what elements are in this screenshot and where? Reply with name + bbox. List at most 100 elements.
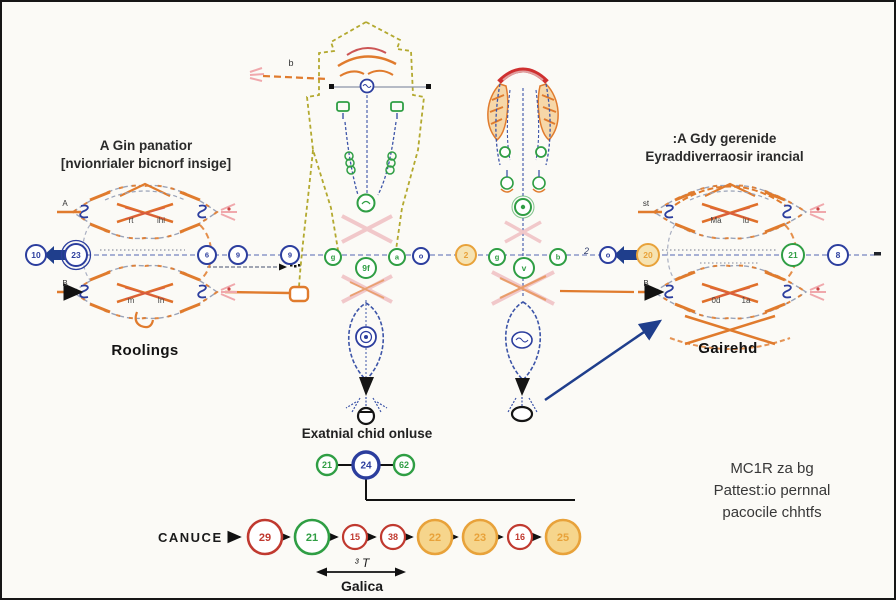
chain-node: 29: [246, 518, 284, 556]
scale-mark: ³ T: [354, 556, 370, 570]
svg-text:rt: rt: [129, 216, 135, 225]
red-cap: [497, 67, 549, 84]
svg-text:Ma: Ma: [710, 216, 722, 225]
svg-text:25: 25: [557, 532, 569, 544]
s-glyph: [79, 204, 89, 219]
svg-text:st: st: [643, 199, 650, 208]
axis-node: o: [412, 247, 430, 265]
axis-node: 21: [781, 243, 805, 267]
right-lobe: [537, 83, 559, 142]
s-glyph: [197, 204, 207, 219]
s-glyph: [782, 284, 792, 299]
svg-text:1a: 1a: [742, 296, 751, 305]
canuce-chain: 29 21 15 38 22 23 16 25: [227, 518, 582, 556]
svg-text:o: o: [419, 252, 424, 261]
anchor-oval: [510, 405, 534, 423]
svg-text:6: 6: [205, 251, 209, 260]
svg-text:o: o: [606, 251, 611, 260]
chain-node: 16: [506, 523, 534, 551]
svg-text:16: 16: [515, 532, 525, 542]
feather-glyph: [809, 203, 826, 221]
dashed-boundary: [306, 21, 367, 251]
float-label: 2: [583, 246, 589, 256]
svg-text:21: 21: [306, 532, 318, 544]
axis-node: v: [513, 257, 535, 279]
svg-text:22: 22: [429, 532, 441, 544]
note-line3: pacocile chhtfs: [722, 503, 822, 521]
svg-text:m: m: [128, 296, 135, 305]
axis-node: 23: [60, 239, 92, 271]
axis-node: 10: [25, 244, 47, 266]
svg-text:9: 9: [236, 251, 240, 260]
axis-node: g: [324, 248, 342, 266]
svg-text:20: 20: [643, 250, 653, 260]
axis-node: 20: [636, 243, 660, 267]
right-embryo-figure: [487, 67, 663, 423]
trio-node: 62: [392, 453, 416, 477]
svg-text:v: v: [522, 263, 527, 273]
svg-text:iu: iu: [743, 216, 749, 225]
svg-text:29: 29: [259, 532, 271, 544]
s-glyph: [197, 284, 207, 299]
svg-text:ihi: ihi: [157, 216, 165, 225]
axis-node: 6: [197, 245, 217, 265]
trio-node: 21: [315, 453, 339, 477]
s-glyph: [664, 284, 674, 299]
svg-text:23: 23: [71, 250, 81, 260]
feather-glyph: [809, 283, 826, 301]
axis-node: 8: [827, 244, 849, 266]
axis-node: 9: [228, 245, 248, 265]
svg-text:9f: 9f: [362, 263, 370, 273]
svg-text:15: 15: [350, 532, 360, 542]
coil-left: [344, 151, 356, 175]
stub-label: b: [288, 58, 293, 68]
left-panel-caption: Roolings: [111, 342, 179, 359]
left-title-line1: A Gin panatior: [99, 138, 193, 153]
chain-label: CANUCE: [158, 530, 223, 545]
right-title-line1: :A Gdy gerenide: [672, 131, 777, 146]
svg-text:A: A: [62, 199, 68, 208]
diagonal-pointer-arrow: [544, 319, 663, 402]
chain-node: 38: [379, 523, 407, 551]
left-title-line2: [nvionrialer bicnorf insige]: [60, 155, 232, 171]
left-lobe: [487, 83, 509, 142]
external-input-arrow: [249, 67, 329, 82]
axis-node: a: [388, 248, 406, 266]
note-line1: MC1R za bg: [730, 460, 814, 477]
chain-node: 25: [544, 518, 582, 556]
chain-node: 15: [341, 523, 369, 551]
s-glyph: [664, 204, 674, 219]
anchor-cup: [356, 406, 376, 426]
orange-junction-node: [288, 285, 310, 303]
svg-text:8: 8: [836, 250, 841, 260]
chain-node: 22: [416, 518, 454, 556]
thick-left-arrow: [614, 246, 640, 264]
left-embryo-figure: b: [224, 21, 431, 426]
svg-text:In: In: [158, 296, 165, 305]
scale-double-arrow: [316, 567, 406, 577]
svg-text:62: 62: [399, 460, 409, 470]
svg-text:21: 21: [788, 250, 798, 260]
svg-text:23: 23: [474, 532, 486, 544]
left-panel-title: A Gin panatior [nvionrialer bicnorf insi…: [40, 137, 252, 172]
chain-node: 23: [461, 518, 499, 556]
svg-text:38: 38: [388, 532, 398, 542]
axis-node: 2: [455, 244, 477, 266]
axis-node: o: [599, 246, 617, 264]
svg-text:b: b: [556, 253, 561, 262]
svg-text:2: 2: [464, 250, 469, 260]
s-glyph: [79, 284, 89, 299]
axis-node: 9f: [355, 257, 377, 279]
horizontal-axis-band: 2: [30, 246, 881, 271]
side-note: MC1R za bg Pattest:io pernnal pacocile c…: [678, 458, 866, 523]
svg-text:B: B: [643, 279, 648, 288]
svg-text:B: B: [62, 279, 67, 288]
svg-text:g: g: [331, 253, 336, 262]
axis-node: b: [549, 248, 567, 266]
s-glyph: [782, 204, 792, 219]
